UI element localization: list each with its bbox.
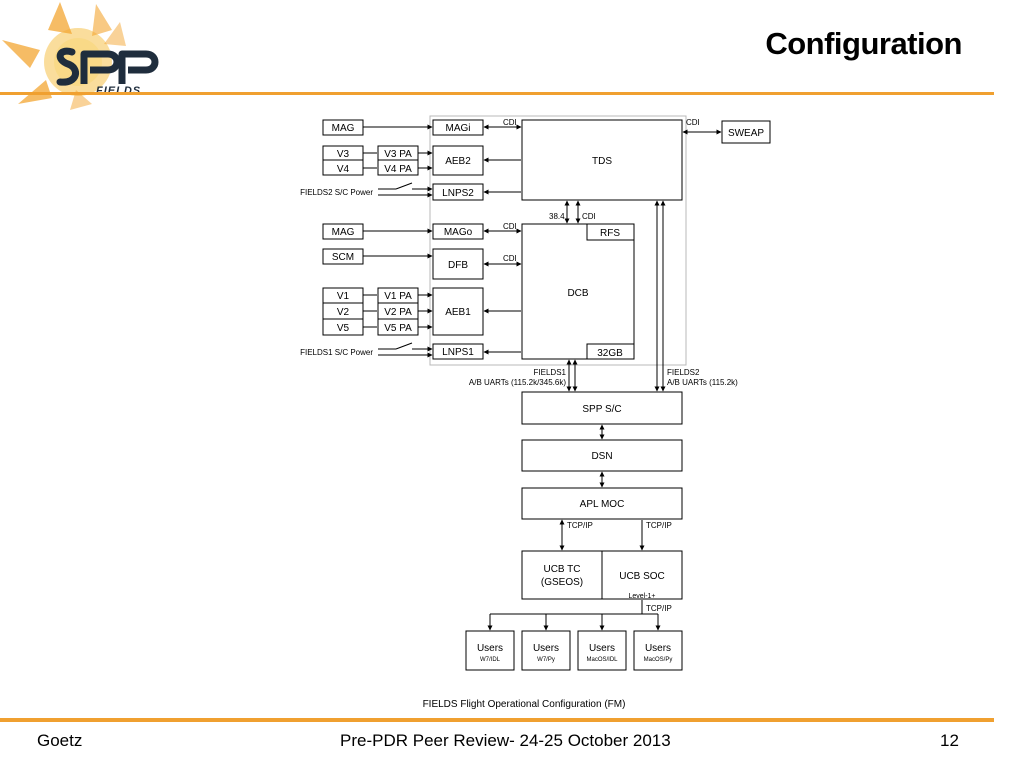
scm-label: SCM [332,252,354,263]
v2-label: V2 [337,307,350,318]
gb32-label: 32GB [597,348,623,359]
dsn-label: DSN [591,451,612,462]
diagram-caption: FIELDS Flight Operational Configuration … [423,699,626,710]
fields-enclosure [429,115,687,366]
magi-label: MAGi [446,123,471,134]
fields2-power-label: FIELDS2 S/C Power [300,188,373,197]
tds-label: TDS [592,156,612,167]
ucb-tc-label: UCB TC [543,564,580,575]
page-number: 12 [940,731,959,750]
fields1-uart-label: A/B UARTs (115.2k/345.6k) [469,378,566,387]
v5pa-label: V5 PA [384,323,412,334]
dfb-box [432,248,484,280]
v1-label: V1 [337,291,350,302]
rate-label: 38.4 [549,212,565,221]
v2pa-label: V2 PA [384,307,412,318]
v1pa-label: V1 PA [384,291,412,302]
users-box-3 [577,630,627,671]
slide-title: Configuration [765,26,962,61]
dfb-label: DFB [448,260,468,271]
fields1-power-label: FIELDS1 S/C Power [300,348,373,357]
top-divider [0,92,994,95]
lnps2-label: LNPS2 [442,188,474,199]
bottom-divider [0,718,994,722]
mag-mid-label: MAG [332,227,355,238]
dcb-box [521,223,635,360]
apl-moc-box [521,487,683,520]
fields1-label: FIELDS1 [534,368,567,377]
v3pa-label: V3 PA [384,149,412,160]
fields2-label: FIELDS2 [667,368,700,377]
users-4-os: MacOS/Py [644,657,673,663]
v4pa-label: V4 PA [384,164,412,175]
users-box-4 [633,630,683,671]
footer-review-title: Pre-PDR Peer Review- 24-25 October 2013 [340,731,671,750]
apl-moc-label: APL MOC [580,499,625,510]
ucb-soc-box [601,550,683,600]
ucb-soc-label: UCB SOC [619,571,665,582]
tcpip-right-label: TCP/IP [646,521,672,530]
tds-box [521,119,683,201]
spp-sc-box [521,391,683,425]
dcb-label: DCB [567,288,588,299]
users-1-label: Users [477,643,503,654]
lnps1-label: LNPS1 [442,347,474,358]
power2-switch [395,182,413,190]
cdi-tds-dcb-label: CDI [582,212,596,221]
v4-label: V4 [337,164,350,175]
spp-sc-label: SPP S/C [582,404,621,415]
ucb-tc-sublabel: (GSEOS) [541,577,583,588]
mag-top-label: MAG [332,123,355,134]
users-1-os: W7/IDL [480,657,501,663]
gb32-box [586,343,635,360]
footer-author: Goetz [37,731,83,750]
power1-switch [395,342,413,350]
lnps1-box [432,343,484,360]
mago-label: MAGo [444,227,473,238]
sweap-box [721,120,771,144]
users-3-label: Users [589,643,615,654]
users-box-1 [465,630,515,671]
aeb1-label: AEB1 [445,307,471,318]
aeb2-box [432,145,484,176]
cdi-mago-label: CDI [503,222,517,231]
tcpip-users-label: TCP/IP [646,604,672,613]
users-4-label: Users [645,643,671,654]
lnps2-box [432,183,484,201]
v3-label: V3 [337,149,350,160]
tcpip-left-label: TCP/IP [567,521,593,530]
spp-fields-logo: FIELDS [2,2,159,110]
dsn-box [521,439,683,472]
cdi-dfb-label: CDI [503,254,517,263]
mago-box [432,223,484,240]
v5-label: V5 [337,323,350,334]
fields2-uart-label: A/B UARTs (115.2k) [667,378,738,387]
sweap-label: SWEAP [728,128,764,139]
level-label: Level-1+ [628,593,655,600]
rfs-label: RFS [600,228,620,239]
ucb-tc-box [521,550,603,600]
users-2-os: W7/Py [537,657,555,663]
rfs-box [586,223,635,241]
users-box-2 [521,630,571,671]
magi-box [432,119,484,136]
cdi-sweap-label: CDI [686,118,700,127]
aeb2-label: AEB2 [445,156,471,167]
users-3-os: MacOS/IDL [586,657,618,663]
aeb1-box [432,287,484,336]
users-2-label: Users [533,643,559,654]
cdi-magi-label: CDI [503,118,517,127]
